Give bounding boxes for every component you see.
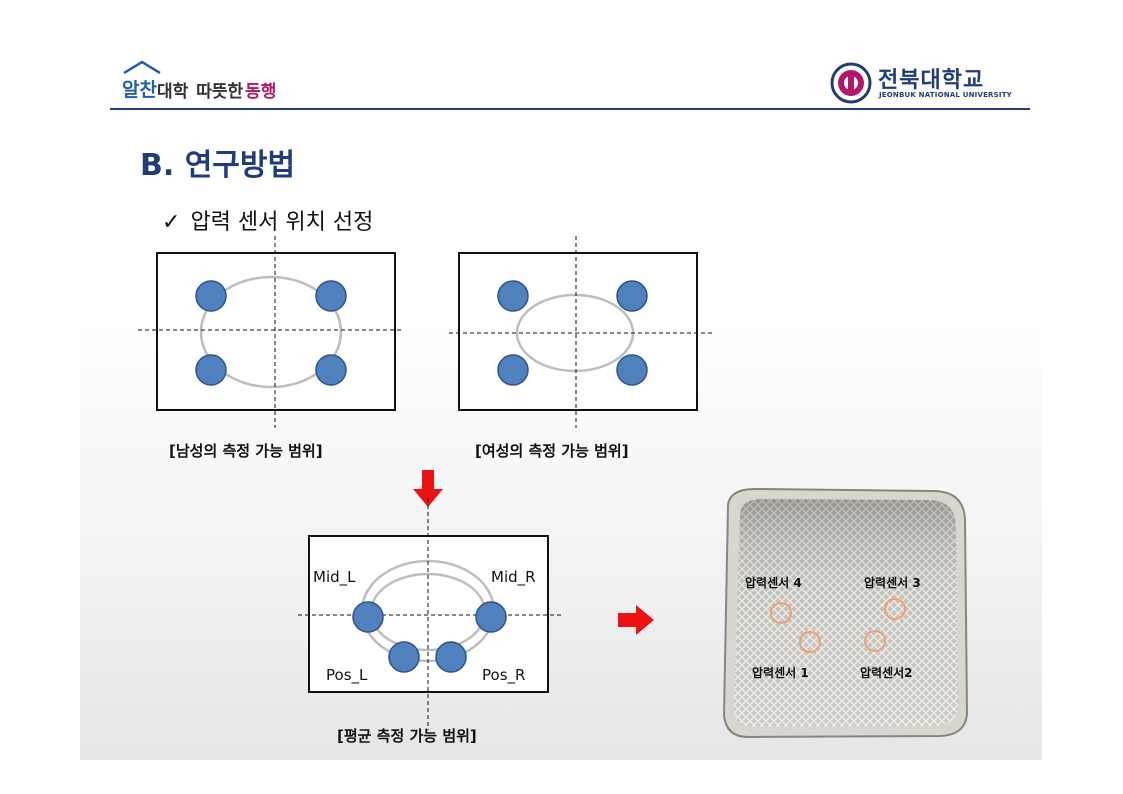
label-mid-r: Mid_R [491, 568, 536, 586]
female-sensor [616, 280, 648, 312]
male-sensor [315, 280, 347, 312]
female-sensor [497, 354, 529, 386]
sensor-mid-r [475, 601, 507, 633]
label-mid-l: Mid_L [313, 568, 356, 586]
sensor-label-4: 압력센서 4 [745, 576, 802, 590]
sensor-ring-1 [799, 631, 821, 653]
slogan-part2: 대학 [156, 82, 189, 102]
male-range-ellipse [199, 275, 343, 389]
right-arrow-icon [618, 605, 654, 635]
slogan: 알찬 대학 따뜻한 동행 [122, 66, 276, 102]
sensor-label-3: 압력센서 3 [864, 576, 921, 590]
female-sensor [497, 280, 529, 312]
sensor-pos-l [388, 641, 420, 673]
female-diagram [449, 236, 715, 428]
male-frame [156, 252, 396, 411]
male-sensor [195, 354, 227, 386]
sensor-ring-4 [770, 602, 792, 624]
male-sensor [195, 280, 227, 312]
down-arrow-icon [413, 470, 443, 507]
slogan-part3: 따뜻한 [196, 82, 244, 102]
male-sensor [315, 354, 347, 386]
page-title: B. 연구방법 [140, 148, 296, 183]
sensor-label-2: 압력센서2 [860, 666, 913, 680]
sensor-ring-3 [884, 598, 906, 620]
header-divider [110, 108, 1030, 110]
sensor-mid-l [352, 601, 384, 633]
male-caption: [남성의 측정 가능 범위] [169, 442, 323, 460]
roof-icon [123, 60, 161, 74]
label-pos-r: Pos_R [482, 666, 526, 684]
subtitle: ✓ 압력 센서 위치 선정 [162, 204, 373, 236]
university-seal-icon [830, 62, 872, 104]
sensor-ring-2 [864, 630, 886, 652]
slogan-part4: 동행 [245, 82, 277, 102]
subtitle-text: 압력 센서 위치 선정 [190, 210, 374, 235]
female-frame [458, 252, 698, 411]
average-caption: [평균 측정 가능 범위] [337, 727, 477, 745]
female-caption: [여성의 측정 가능 범위] [475, 442, 629, 460]
sensor-label-1: 압력센서 1 [752, 666, 809, 680]
cushion-photo [722, 487, 969, 739]
university-name: 전북대학교 [878, 68, 985, 93]
university-name-en: JEONBUK NATIONAL UNIVERSITY [879, 91, 1012, 99]
male-diagram [138, 236, 404, 428]
female-sensor [616, 354, 648, 386]
slogan-part1: 알찬 [122, 79, 157, 101]
sensor-pos-r [435, 641, 467, 673]
average-diagram [298, 498, 564, 730]
label-pos-l: Pos_L [326, 666, 368, 684]
check-icon: ✓ [162, 210, 181, 235]
